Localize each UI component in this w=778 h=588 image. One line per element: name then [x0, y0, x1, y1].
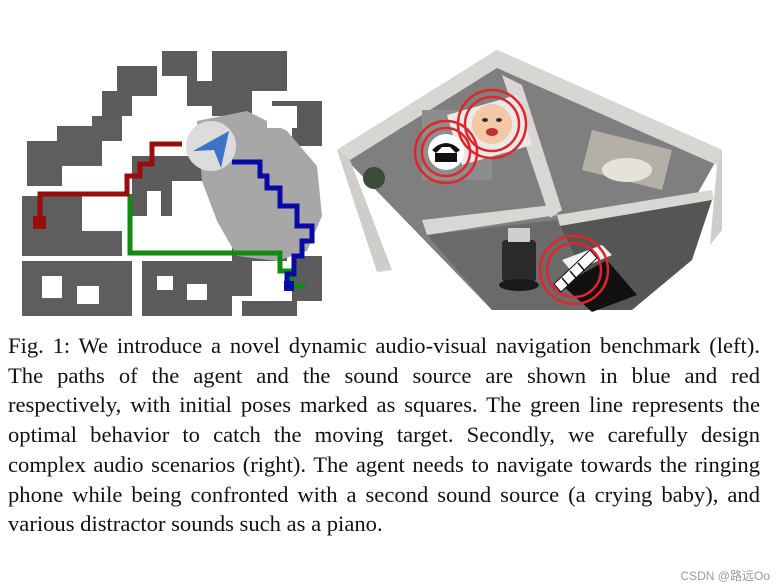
agent-arrow-icon	[193, 131, 229, 168]
caption-label: Fig. 1:	[8, 333, 71, 358]
sound-source-start-square	[33, 216, 46, 229]
phone-sound-source	[413, 119, 479, 185]
plant	[363, 167, 385, 189]
agent-path-line	[232, 159, 315, 284]
robot	[499, 228, 539, 291]
phone-icon	[432, 143, 460, 162]
figure-caption: Fig. 1: We introduce a novel dynamic aud…	[8, 331, 760, 539]
caption-text: We introduce a novel dynamic audio-visua…	[8, 333, 760, 537]
navigation-map-figure	[22, 51, 322, 316]
watermark: CSDN @路远Oo	[680, 569, 770, 583]
piano-sound-source	[538, 234, 610, 306]
apartment-scene-figure	[337, 50, 722, 312]
baby-sound-source	[456, 88, 528, 160]
map-background	[22, 51, 322, 316]
agent-start-square	[284, 281, 294, 291]
apartment-outer-wall	[337, 50, 722, 165]
sound-source-path-line	[37, 141, 182, 222]
crying-baby-icon	[472, 104, 512, 144]
